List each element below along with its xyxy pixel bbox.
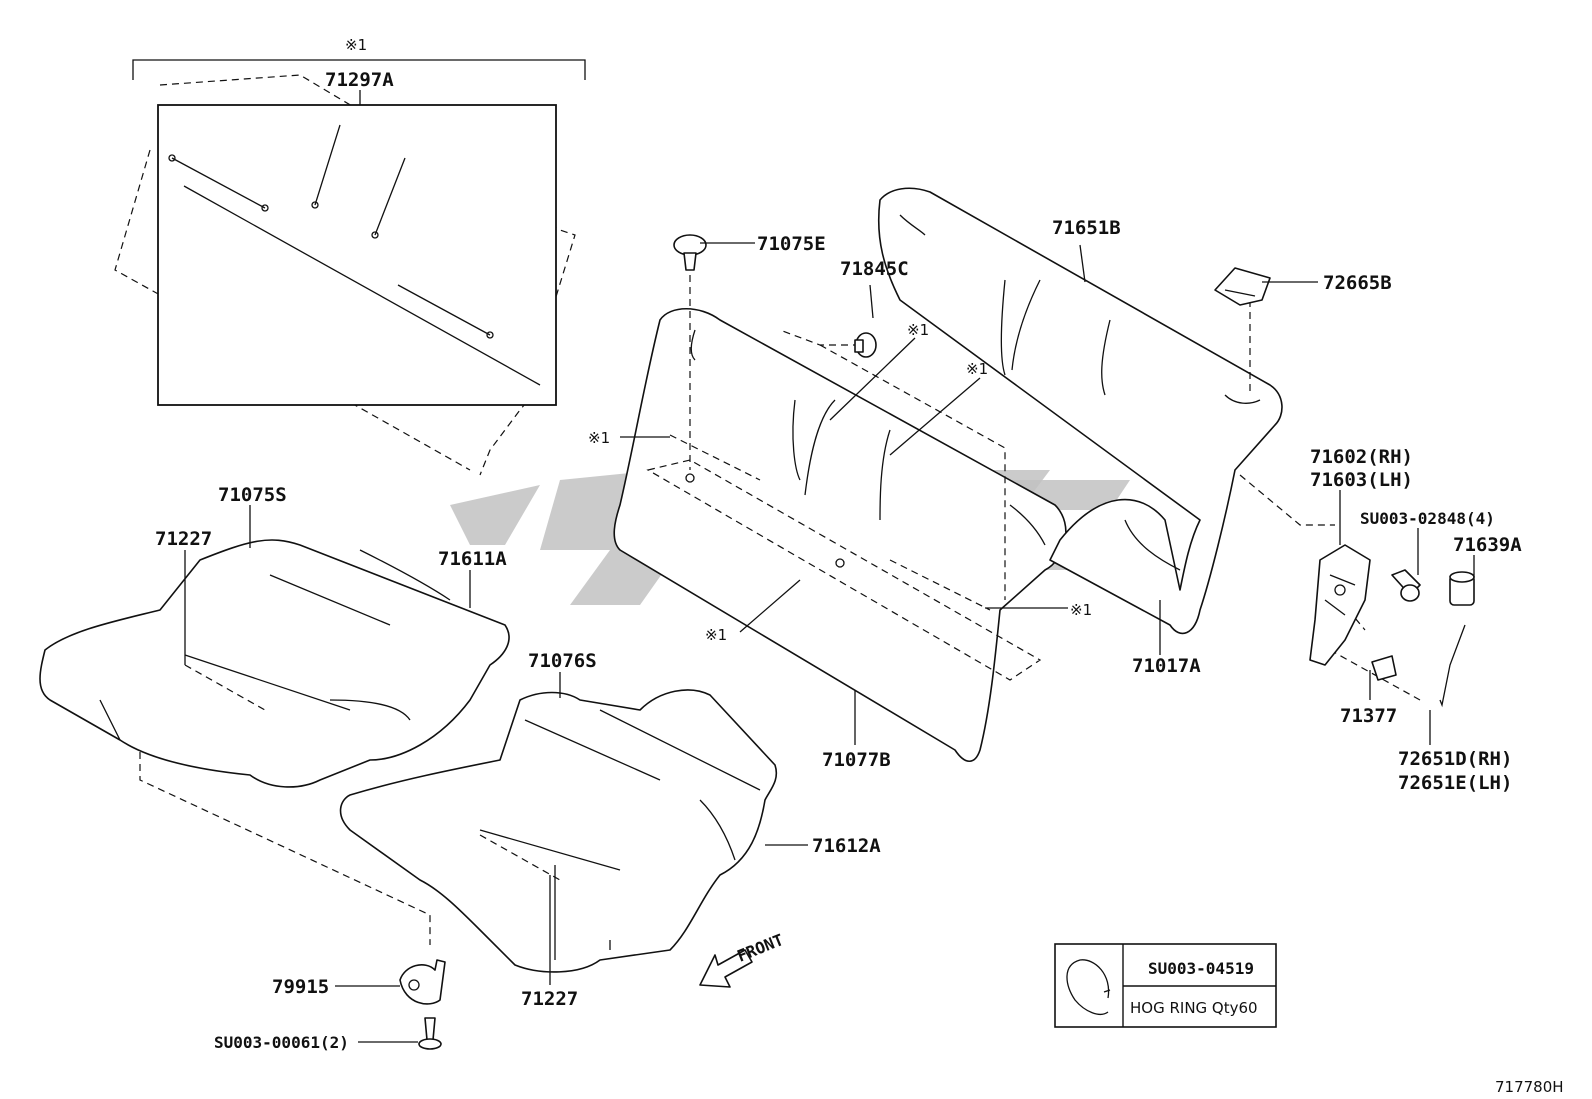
hinge-71602-icon[interactable]	[1309, 544, 1371, 666]
mark-note-4: ※1	[1070, 601, 1092, 619]
rod-72651D-icon[interactable]	[1439, 624, 1466, 708]
label-71377: 71377	[1340, 705, 1397, 727]
mark-note-2: ※1	[966, 360, 988, 378]
label-71075E: 71075E	[757, 233, 826, 255]
seatback-cover-71651B[interactable]	[877, 187, 1283, 635]
legend-box: SU003-04519 HOG RING Qty60	[1054, 943, 1277, 1028]
label-71227-bottom: 71227	[521, 988, 578, 1010]
bushing-71639A-icon[interactable]	[1449, 571, 1475, 606]
label-71639A: 71639A	[1453, 534, 1522, 556]
legend-description: HOG RING Qty60	[1130, 999, 1258, 1017]
bracket-79915-icon[interactable]	[399, 959, 446, 1005]
clip-71075E-icon[interactable]	[673, 234, 707, 271]
bracket-note-group: ※1	[132, 36, 586, 80]
legend-part-no: SU003-04519	[1148, 959, 1254, 978]
grommet-71845C-icon[interactable]	[854, 332, 877, 358]
part-labels: 71075E 71845C 71651B 72665B 71602(RH) 71…	[155, 217, 1522, 1052]
cushion-71075S[interactable]	[39, 539, 510, 788]
bracket-note: ※1	[345, 36, 367, 54]
bolt-SU003-00061-icon[interactable]	[418, 1017, 442, 1050]
label-71845C: 71845C	[840, 258, 909, 280]
label-71611A: 71611A	[438, 548, 507, 570]
label-71076S: 71076S	[528, 650, 597, 672]
clip-71377-icon[interactable]	[1371, 655, 1397, 681]
label-71077B: 71077B	[822, 749, 891, 771]
label-71602: 71602(RH)	[1310, 446, 1413, 468]
label-SU003-02848: SU003-02848(4)	[1360, 509, 1495, 528]
label-71612A: 71612A	[812, 835, 881, 857]
label-71297A: 71297A	[325, 69, 394, 91]
seatback-71077B[interactable]	[613, 308, 1067, 763]
label-71603: 71603(LH)	[1310, 469, 1413, 491]
label-71227-top: 71227	[155, 528, 212, 550]
wire-frame-icon	[168, 124, 541, 386]
label-71075S: 71075S	[218, 484, 287, 506]
label-72651D: 72651D(RH)	[1398, 748, 1512, 770]
mark-note-1: ※1	[907, 321, 929, 339]
label-72665B: 72665B	[1323, 272, 1392, 294]
label-71017A: 71017A	[1132, 655, 1201, 677]
leader-lines	[184, 242, 1475, 1043]
cushion-71076S[interactable]	[339, 689, 778, 973]
label-72651E: 72651E(LH)	[1398, 772, 1512, 794]
front-label: FRONT	[734, 930, 786, 966]
label-71651B: 71651B	[1052, 217, 1121, 239]
inset-box-71297A: 71297A	[157, 69, 557, 406]
hog-ring-icon	[1066, 959, 1111, 1015]
bolt-SU003-02848-icon[interactable]	[1391, 569, 1421, 602]
diagram-code: 717780H	[1495, 1078, 1564, 1096]
mark-note-5: ※1	[705, 626, 727, 644]
mark-note-3: ※1	[588, 429, 610, 447]
front-arrow-icon: FRONT	[699, 930, 786, 988]
label-SU003-00061: SU003-00061(2)	[214, 1033, 349, 1052]
label-79915: 79915	[272, 976, 329, 998]
guide-72665B-icon[interactable]	[1214, 267, 1271, 306]
